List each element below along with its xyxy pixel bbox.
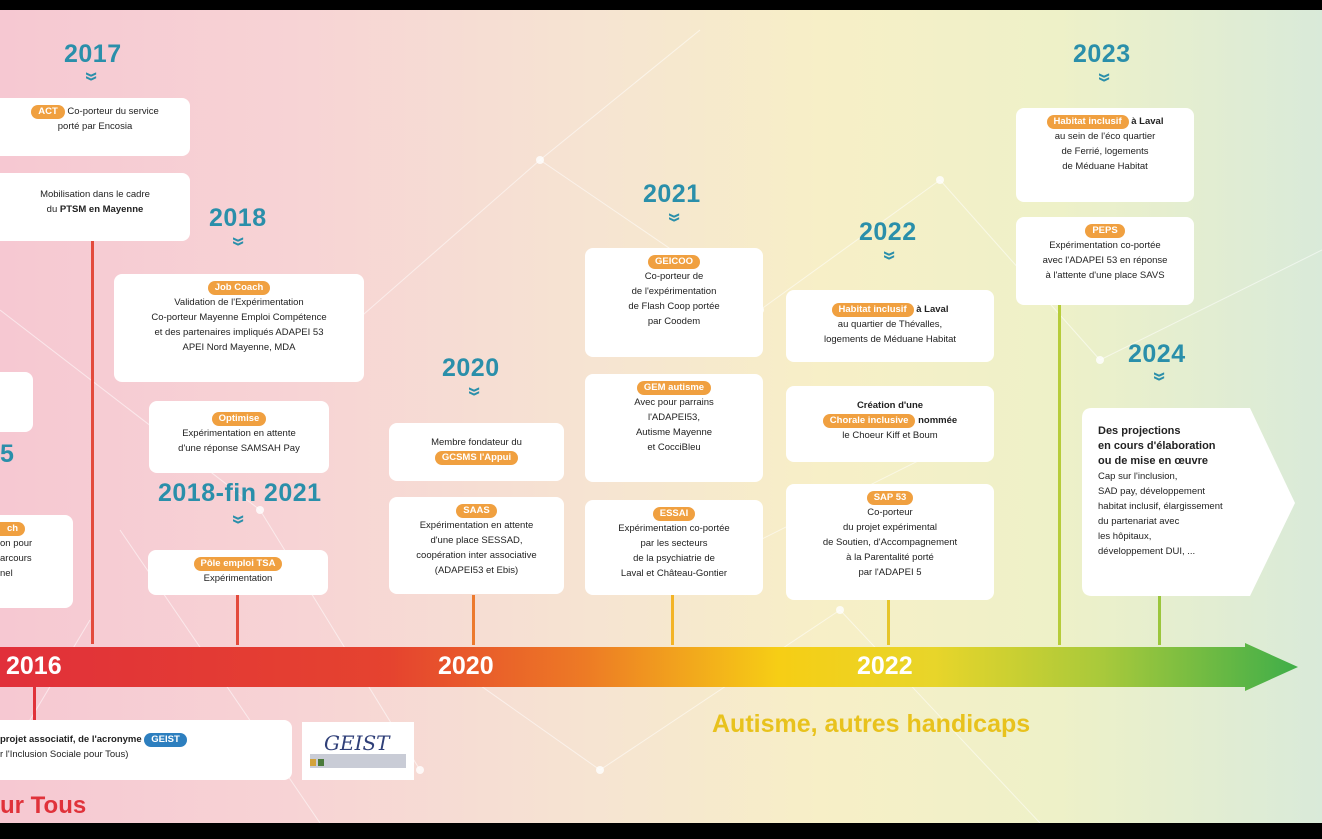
timeline-stem [1158,585,1161,645]
card-peps: PEPS Expérimentation co-portée avec l'AD… [1016,217,1194,305]
tag-gcsms: GCSMS l'Appui [434,451,519,465]
card-act: ACT Co-porteur du service porté par Enco… [0,98,190,156]
tag-job-coach: Job Coach [207,281,271,295]
tag-gem-autisme: GEM autisme [636,381,712,395]
card-habitat-2023: Habitat inclusif à Laval au sein de l'éc… [1016,108,1194,202]
caption-autisme: Autisme, autres handicaps [712,710,1031,738]
timeline-stem [1058,290,1061,645]
card-job-coach: Job Coach Validation de l'Expérimentatio… [114,274,364,382]
card-sap-53: SAP 53 Co-porteur du projet expérimental… [786,484,994,600]
year-2018-fin-2021: 2018-fin 2021 [158,479,322,507]
chevron-down-icon: » [460,386,490,397]
card-geicoo: GEICOO Co-porteur de de l'expérimentatio… [585,248,763,357]
card-optimise: Optimise Expérimentation en attente d'un… [149,401,329,473]
year-2024: 2024 [1128,340,1186,368]
year-2017: 2017 [64,40,122,68]
chevron-down-icon: » [1145,371,1175,382]
tag-geist: GEIST [144,733,187,747]
timeline-stem [236,595,239,645]
year-2020: 2020 [442,354,500,382]
card-habitat-2022: Habitat inclusif à Laval au quartier de … [786,290,994,362]
card-chorale: Création d'une Chorale inclusive nommée … [786,386,994,462]
year-partial: 5 [0,440,15,468]
axis-label-2020: 2020 [438,652,494,680]
card-gem-autisme: GEM autisme Avec pour parrains l'ADAPEI5… [585,374,763,482]
tag-chorale: Chorale inclusive [822,414,916,428]
pour-tous-title: ur Tous [0,792,87,819]
chevron-down-icon: » [1090,72,1120,83]
timeline-stem [671,595,674,645]
year-2018: 2018 [209,204,267,232]
card-partial [0,372,33,432]
card-essai: ESSAI Expérimentation co-portée par les … [585,500,763,595]
axis-label-2022: 2022 [857,652,913,680]
chevron-down-icon: » [224,236,254,247]
timeline-axis-arrow [0,643,1298,691]
tag-habitat-inclusif: Habitat inclusif [1046,115,1129,129]
tag-essai: ESSAI [652,507,696,521]
timeline-stem [887,600,890,645]
card-projections: Des projections en cours d'élaboration o… [1098,425,1223,557]
tag-act: ACT [31,105,65,119]
year-2021: 2021 [643,180,701,208]
timeline-stem [33,680,36,720]
svg-text:GEIST: GEIST [324,731,391,755]
geist-logo: GEIST [302,722,414,780]
tag-habitat-inclusif: Habitat inclusif [831,303,914,317]
chevron-down-icon: » [224,514,254,525]
card-left-partial: ch on pour arcours nel [0,515,73,608]
year-2022: 2022 [859,218,917,246]
card-saas: SAAS Expérimentation en attente d'une pl… [389,497,564,594]
timeline-canvas: 2017 » 2018 » 2018-fin 2021 » 2020 » 202… [0,10,1322,823]
chevron-down-icon: » [660,212,690,223]
tag-pole-emploi: Pôle emploi TSA [193,557,283,571]
tag-optimise: Optimise [211,412,267,426]
timeline-stem [91,232,94,644]
card-geist: projet associatif, de l'acronyme GEIST r… [0,720,292,780]
axis-label-2016: 2016 [6,652,62,680]
tag-sap-53: SAP 53 [866,491,914,505]
year-2023: 2023 [1073,40,1131,68]
card-ptsm: Mobilisation dans le cadre du PTSM en Ma… [0,173,190,241]
tag-saas: SAAS [456,504,497,518]
card-pole-emploi: Pôle emploi TSA Expérimentation [148,550,328,595]
tag-geicoo: GEICOO [647,255,700,269]
tag-peps: PEPS [1085,224,1125,238]
card-projections-shape [1082,408,1295,596]
timeline-stem [472,595,475,645]
chevron-down-icon: » [875,250,905,261]
chevron-down-icon: » [77,71,107,82]
card-gcsms: Membre fondateur du GCSMS l'Appui [389,423,564,481]
